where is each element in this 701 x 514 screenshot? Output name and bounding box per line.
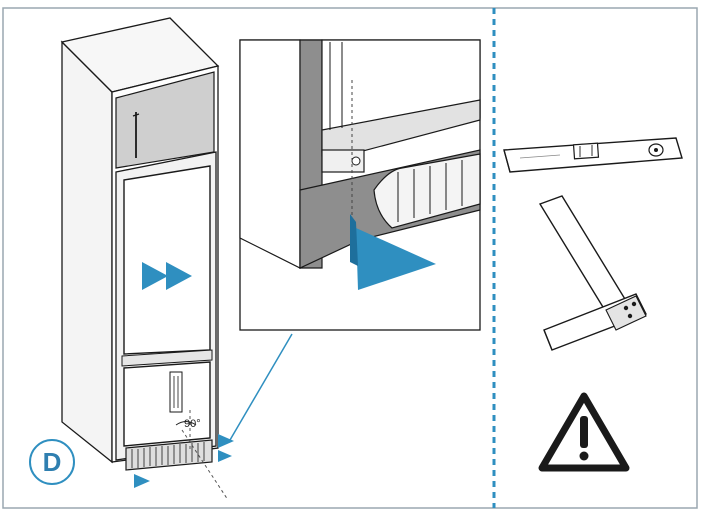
cabinet <box>60 17 229 501</box>
spirit-level-icon <box>503 137 683 173</box>
push-arrows-icon <box>142 262 192 290</box>
alignment-arrow-icon <box>356 228 436 290</box>
base-arrows-icon <box>134 434 234 488</box>
step-label: D <box>43 447 62 477</box>
warning-triangle-icon <box>538 392 630 472</box>
step-badge <box>29 439 75 485</box>
fridge-door-upper <box>123 165 211 355</box>
set-square-icon <box>538 195 647 351</box>
detail-leader-line <box>229 333 293 441</box>
fridge-door-lower <box>123 361 211 447</box>
angle-label: 90° <box>184 418 201 430</box>
detail-inset <box>239 39 481 331</box>
